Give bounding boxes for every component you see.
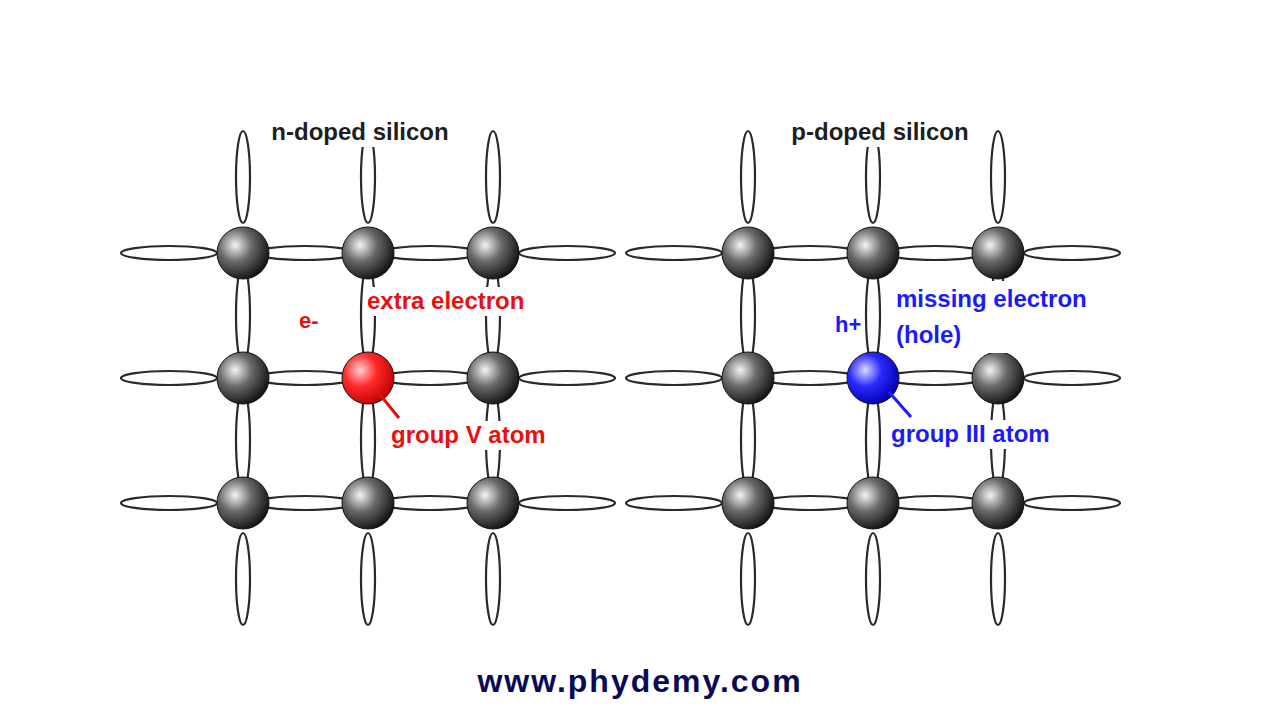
bond-line (380, 246, 480, 260)
bond-line (486, 533, 500, 625)
bond-line (866, 390, 880, 490)
bond-line (991, 131, 1005, 223)
bond-line (991, 533, 1005, 625)
silicon-atom (217, 477, 269, 529)
bond-line (760, 371, 860, 385)
bond-line (1024, 371, 1120, 385)
bond-line (1024, 496, 1120, 510)
bond-line (741, 265, 755, 365)
silicon-atom (972, 477, 1024, 529)
watermark: www.phydemy.com (474, 662, 805, 700)
bond-line (121, 371, 217, 385)
silicon-atom (467, 477, 519, 529)
silicon-atom (847, 477, 899, 529)
bond-line (486, 131, 500, 223)
annotation-label: group III atom (888, 420, 1053, 449)
panel-heading: n-doped silicon (268, 118, 451, 147)
carrier-symbol: h+ (832, 312, 864, 338)
bond-line (121, 496, 217, 510)
silicon-atom (722, 477, 774, 529)
bond-line (236, 265, 250, 365)
silicon-atom (217, 352, 269, 404)
bond-line (519, 246, 615, 260)
leader-line (377, 391, 399, 418)
bond-line (626, 496, 722, 510)
bond-line (236, 390, 250, 490)
bond-line (361, 390, 375, 490)
group-v-atom (342, 352, 394, 404)
bond-line (626, 246, 722, 260)
bond-line (380, 496, 480, 510)
silicon-atom (467, 227, 519, 279)
bond-line (760, 496, 860, 510)
bond-line (741, 390, 755, 490)
bond-line (121, 246, 217, 260)
annotation-label: extra electron (364, 287, 527, 316)
bond-line (1024, 246, 1120, 260)
bond-line (885, 496, 985, 510)
bond-line (236, 131, 250, 223)
silicon-atom (972, 352, 1024, 404)
silicon-atom (342, 227, 394, 279)
bond-line (866, 533, 880, 625)
silicon-atom (847, 227, 899, 279)
silicon-atom (972, 227, 1024, 279)
bond-line (626, 371, 722, 385)
bond-line (741, 533, 755, 625)
bond-line (519, 371, 615, 385)
panel-heading: p-doped silicon (788, 118, 971, 147)
bond-lines (121, 131, 1120, 625)
silicon-atom (722, 352, 774, 404)
bond-line (236, 533, 250, 625)
annotation-label: missing electron (hole) (893, 281, 1149, 353)
bond-line (361, 533, 375, 625)
bond-line (255, 371, 355, 385)
silicon-atom (342, 477, 394, 529)
atom-spheres (217, 227, 1024, 529)
silicon-atom (722, 227, 774, 279)
bond-line (255, 246, 355, 260)
bond-line (519, 496, 615, 510)
bond-line (380, 371, 480, 385)
bond-line (741, 131, 755, 223)
bond-line (760, 246, 860, 260)
silicon-atom (467, 352, 519, 404)
carrier-symbol: e- (296, 308, 322, 334)
bond-line (885, 371, 985, 385)
bond-line (866, 265, 880, 365)
silicon-atom (217, 227, 269, 279)
bond-line (255, 496, 355, 510)
bond-line (885, 246, 985, 260)
annotation-label: group V atom (388, 421, 549, 450)
leader-line (889, 392, 911, 417)
